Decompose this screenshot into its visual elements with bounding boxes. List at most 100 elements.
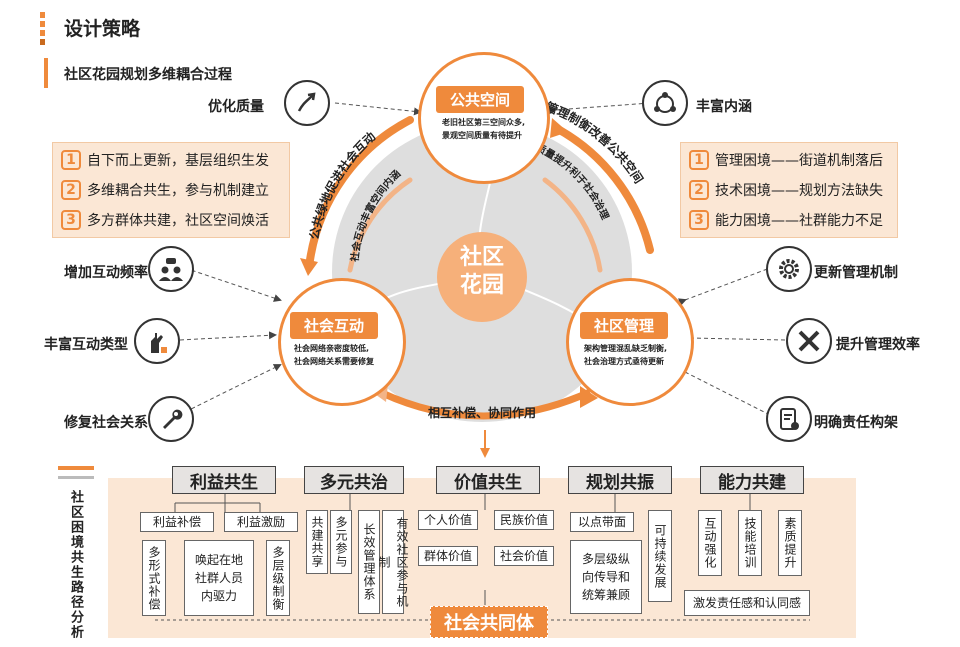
manage-desc-2: 社会治理方式亟待更新 bbox=[584, 357, 664, 366]
plan-multi-level: 多层级纵 向传导和 统筹兼顾 bbox=[570, 540, 642, 614]
benefit-arouse-1: 唤起在地 bbox=[194, 553, 243, 567]
repair-label: 修复社会关系 bbox=[64, 415, 148, 431]
gov-cobuild: 共建共享 bbox=[306, 510, 328, 574]
network-icon bbox=[642, 80, 688, 126]
public-space-circle bbox=[418, 52, 550, 184]
number-badge: 1 bbox=[61, 150, 81, 170]
cap-training: 技能培训 bbox=[738, 510, 762, 576]
plan-multi-level-1: 多层级纵 bbox=[581, 552, 630, 566]
community-label: 社会共同体 bbox=[430, 606, 548, 638]
pillar-governance: 多元共治 bbox=[304, 466, 404, 494]
center-label-line2: 花园 bbox=[459, 273, 504, 298]
left-list-text: 自下而上更新，基层组织生发 bbox=[87, 153, 269, 169]
header-mark bbox=[40, 21, 45, 27]
public-space-desc-1: 老旧社区第三空间众多, bbox=[442, 118, 526, 127]
center-circle bbox=[437, 232, 527, 322]
left-list: 1 自下而上更新，基层组织生发 2 多维耦合共生，参与机制建立 3 多方群体共建，社区… bbox=[52, 142, 290, 238]
value-group: 群体价值 bbox=[418, 546, 478, 566]
number-badge: 2 bbox=[61, 180, 81, 200]
hand-tools-icon bbox=[134, 318, 180, 364]
arrowhead-left bbox=[300, 258, 318, 276]
social-title: 社会互动 bbox=[290, 312, 379, 339]
update-label: 更新管理机制 bbox=[814, 265, 898, 281]
gov-long-term: 长效管理体系 bbox=[358, 510, 380, 614]
pillar-planning: 规划共振 bbox=[568, 466, 672, 494]
manage-circle bbox=[566, 278, 694, 406]
public-space-desc-2: 景观空间质量有待提升 bbox=[442, 131, 522, 140]
manage-title: 社区管理 bbox=[580, 312, 669, 339]
header-mark bbox=[40, 30, 45, 36]
benefit-arouse-2: 社群人员 bbox=[194, 571, 243, 585]
cap-interaction: 互动强化 bbox=[698, 510, 722, 576]
header-mark bbox=[40, 39, 45, 45]
benefit-incentive: 利益激励 bbox=[224, 512, 298, 532]
right-list-text: 技术困境——规划方法缺失 bbox=[715, 183, 883, 199]
right-list-item: 2 技术困境——规划方法缺失 bbox=[689, 175, 889, 205]
bottom-side-title: 社区困境共生路径分析 bbox=[68, 490, 83, 640]
social-circle bbox=[278, 278, 406, 406]
people-chat-icon bbox=[148, 246, 194, 292]
bottom-accent-bar-2 bbox=[58, 476, 94, 479]
center-label-line1: 社区 bbox=[459, 245, 504, 270]
center-label: 社区 花园 bbox=[452, 244, 512, 300]
social-desc: 社会网络亲密度较低, 社会网络关系需要修复 bbox=[294, 342, 374, 368]
cap-identity: 激发责任感和认同感 bbox=[684, 590, 810, 616]
document-check-icon bbox=[766, 396, 812, 442]
manage-desc: 架构管理混乱缺乏制衡, 社会治理方式亟待更新 bbox=[584, 342, 667, 368]
gov-multi-participation: 多元参与 bbox=[330, 510, 352, 574]
plan-multi-level-3: 统筹兼顾 bbox=[581, 588, 630, 602]
pillar-value: 价值共生 bbox=[436, 466, 540, 494]
social-desc-1: 社会网络亲密度较低, bbox=[294, 344, 370, 353]
gov-mechanism: 有效社区参与机制 bbox=[377, 510, 409, 614]
page-subtitle: 社区花园规划多维耦合过程 bbox=[64, 67, 232, 83]
plan-multi-level-2: 向传导和 bbox=[581, 570, 630, 584]
benefit-compensation: 利益补偿 bbox=[140, 512, 214, 532]
subtitle-bar bbox=[44, 58, 48, 88]
manage-desc-1: 架构管理混乱缺乏制衡, bbox=[584, 344, 668, 353]
benefit-multi-level: 多层级制衡 bbox=[266, 540, 290, 616]
types-label: 丰富互动类型 bbox=[44, 337, 128, 353]
pillar-benefit: 利益共生 bbox=[172, 466, 276, 494]
benefit-multi-form: 多形式补偿 bbox=[142, 540, 166, 616]
benefit-arouse: 唤起在地 社群人员 内驱力 bbox=[184, 540, 254, 616]
left-list-text: 多方群体共建，社区空间焕活 bbox=[87, 213, 269, 229]
pillar-capacity: 能力共建 bbox=[700, 466, 804, 494]
freq-label: 增加互动频率 bbox=[64, 265, 148, 281]
number-badge: 1 bbox=[689, 150, 709, 170]
right-list-item: 3 能力困境——社群能力不足 bbox=[689, 205, 889, 235]
header-mark bbox=[40, 12, 45, 18]
arrowhead-right bbox=[550, 118, 568, 138]
left-list-item: 2 多维耦合共生，参与机制建立 bbox=[61, 175, 281, 205]
bottom-accent-bar bbox=[58, 466, 94, 470]
right-list: 1 管理困境——街道机制落后 2 技术困境——规划方法缺失 3 能力困境——社群能力不… bbox=[680, 142, 898, 238]
enrich-label: 丰富内涵 bbox=[696, 99, 752, 115]
left-list-text: 多维耦合共生，参与机制建立 bbox=[87, 183, 269, 199]
cap-quality: 素质提升 bbox=[778, 510, 802, 576]
value-individual: 个人价值 bbox=[418, 510, 478, 530]
number-badge: 3 bbox=[61, 210, 81, 230]
number-badge: 3 bbox=[689, 210, 709, 230]
optimize-label: 优化质量 bbox=[208, 99, 264, 115]
page-title: 设计策略 bbox=[64, 18, 141, 40]
value-nation: 民族价值 bbox=[494, 510, 554, 530]
right-list-item: 1 管理困境——街道机制落后 bbox=[689, 145, 889, 175]
social-desc-2: 社会网络关系需要修复 bbox=[294, 357, 374, 366]
number-badge: 2 bbox=[689, 180, 709, 200]
public-space-desc: 老旧社区第三空间众多, 景观空间质量有待提升 bbox=[442, 116, 525, 142]
left-list-item: 1 自下而上更新，基层组织生发 bbox=[61, 145, 281, 175]
right-list-text: 管理困境——街道机制落后 bbox=[715, 153, 883, 169]
plan-sustainable: 可持续发展 bbox=[648, 510, 672, 602]
right-list-text: 能力困境——社群能力不足 bbox=[715, 213, 883, 229]
value-society: 社会价值 bbox=[494, 546, 554, 566]
benefit-arouse-3: 内驱力 bbox=[200, 589, 237, 603]
ruler-pencil-icon bbox=[786, 318, 832, 364]
left-list-item: 3 多方群体共建，社区空间焕活 bbox=[61, 205, 281, 235]
efficiency-label: 提升管理效率 bbox=[836, 337, 920, 353]
gear-icon bbox=[766, 246, 812, 292]
bottom-arc-label: 相互补偿、协同作用 bbox=[428, 406, 537, 420]
plan-point-to-area: 以点带面 bbox=[570, 512, 634, 532]
public-space-title: 公共空间 bbox=[436, 86, 525, 113]
wrench-icon bbox=[148, 396, 194, 442]
clarify-label: 明确责任构架 bbox=[814, 415, 898, 431]
